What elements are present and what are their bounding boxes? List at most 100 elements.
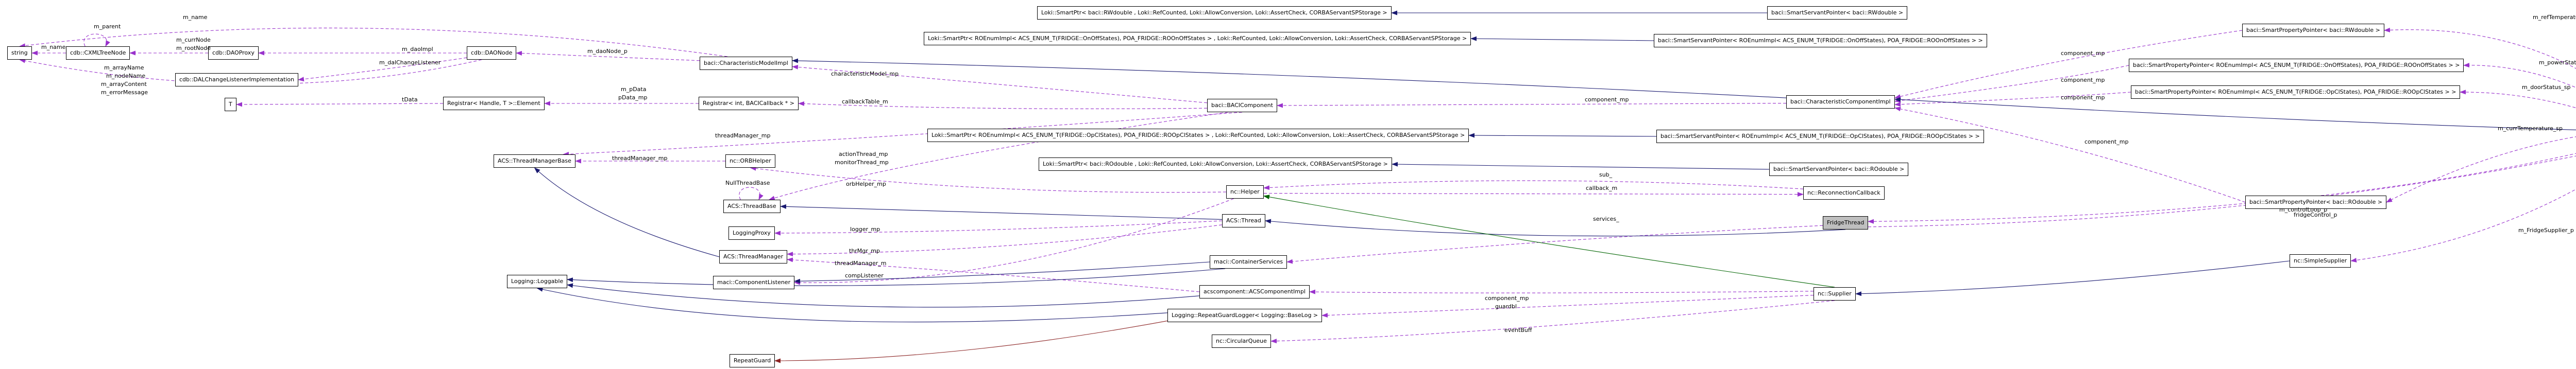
edge-label: guardbl <box>1495 303 1517 310</box>
node-threadbase[interactable]: ACS::ThreadBase <box>723 200 781 213</box>
node-sspopcl[interactable]: baci::SmartServantPointer< ROEnumImpl< A… <box>1656 130 1984 143</box>
node-sspro[interactable]: baci::SmartServantPointer< baci::ROdoubl… <box>1769 163 1909 176</box>
node-threadmanager[interactable]: ACS::ThreadManager <box>719 250 788 263</box>
node-lokirw[interactable]: Loki::SmartPtr< baci::RWdouble , Loki::R… <box>1037 6 1392 20</box>
node-helper[interactable]: nc::Helper <box>1226 185 1264 199</box>
edge-label: m_FridgeSupplier_p <box>2518 227 2574 234</box>
node-bacicomp[interactable]: baci::BACIComponent <box>1207 99 1277 112</box>
edge-reconncb-to-helper <box>1263 180 1804 190</box>
edge-label: characteristicModel_mp <box>831 71 899 77</box>
edge-rglogger-to-loggable <box>536 287 1168 323</box>
edge-label: m_refTemperature_sp <box>2533 14 2576 21</box>
node-string[interactable]: string <box>7 46 32 60</box>
edge-helper-to-orbhelper <box>750 166 1227 193</box>
node-containerservices[interactable]: maci::ContainerServices <box>1210 255 1287 269</box>
edge-label: callback_m <box>1586 185 1618 191</box>
edge-label: m_name <box>41 44 66 50</box>
edge-rglogger-to-repeatguard <box>774 320 1168 363</box>
node-lokionoff[interactable]: Loki::SmartPtr< ROEnumImpl< ACS_ENUM_T(F… <box>924 32 1471 45</box>
edge-label: monitorThread_mp <box>835 159 889 166</box>
edge-label: m_parent <box>94 23 121 30</box>
node-tmbase[interactable]: ACS::ThreadManagerBase <box>494 154 575 168</box>
edge-label: component_mp <box>1485 295 1529 302</box>
edge-thread-to-loggingproxy <box>774 220 1223 236</box>
edge-label: services_ <box>1593 216 1619 222</box>
node-sppro[interactable]: baci::SmartPropertyPointer< baci::ROdoub… <box>2245 196 2387 209</box>
edge-bacicomp-to-regint <box>798 101 1208 109</box>
node-spponoff[interactable]: baci::SmartPropertyPointer< ROEnumImpl< … <box>2129 59 2464 72</box>
edge-label: m_powerStatus_sp <box>2539 59 2576 66</box>
node-regelem[interactable]: Registrar< Handle, T >::Element <box>443 97 545 110</box>
edge-label: component_mp <box>2061 77 2105 83</box>
edge-label: threadManager_mp <box>612 155 668 162</box>
node-complistener[interactable]: maci::ComponentListener <box>713 276 795 289</box>
node-sppopcl[interactable]: baci::SmartPropertyPointer< ROEnumImpl< … <box>2131 85 2461 99</box>
edge-label: logger_mp <box>850 226 880 233</box>
edge-label: m_name <box>183 14 208 21</box>
node-cxml[interactable]: cdb::CXMLTreeNode <box>66 46 130 60</box>
node-t[interactable]: T <box>225 98 236 111</box>
edge-label: m_doorStatus_sp <box>2522 84 2571 91</box>
edge-charmodel-to-string <box>19 27 728 57</box>
node-repeatguard[interactable]: RepeatGuard <box>730 354 775 367</box>
edge-label: m_rootNode <box>176 45 211 51</box>
edge-helper-to-complistener <box>794 198 1234 285</box>
edge-label: component_mp <box>2061 94 2105 101</box>
edge-sppopcl-to-charcomp <box>1894 92 2131 107</box>
node-loggingproxy[interactable]: LoggingProxy <box>728 226 775 240</box>
node-spprw[interactable]: baci::SmartPropertyPointer< baci::RWdoub… <box>2242 24 2384 37</box>
node-simplesupplier[interactable]: nc::SimpleSupplier <box>2290 254 2351 268</box>
node-charmodel[interactable]: baci::CharacteristicModelImpl <box>700 57 792 70</box>
node-fridgethread[interactable]: FridgeThread <box>1823 216 1869 230</box>
edge-label: actionThread_mp <box>839 151 888 157</box>
node-thread[interactable]: ACS::Thread <box>1222 214 1265 227</box>
edge-fridgecontrol-to-simplesupplier <box>2350 188 2576 263</box>
node-lokiopcl[interactable]: Loki::SmartPtr< ROEnumImpl< ACS_ENUM_T(F… <box>927 129 1469 142</box>
node-orbhelper[interactable]: nc::ORBHelper <box>725 154 775 168</box>
edge-acscomp-to-threadmanager <box>787 257 1200 292</box>
node-charcomp[interactable]: baci::CharacteristicComponentImpl <box>1786 95 1895 109</box>
node-supplier[interactable]: nc::Supplier <box>1814 287 1856 301</box>
node-rglogger[interactable]: Logging::RepeatGuardLogger< Logging::Bas… <box>1167 309 1323 322</box>
node-dalchange[interactable]: cdb::DALChangeListenerImplementation <box>175 73 299 86</box>
edge-thread-to-threadbase <box>780 204 1223 220</box>
edge-label: sub_ <box>1599 171 1613 178</box>
node-circqueue[interactable]: nc::CircularQueue <box>1212 335 1271 348</box>
edge-ssponoff-to-lokionoff <box>1470 36 1654 41</box>
edge-supplier-to-helper <box>1263 195 1835 288</box>
edge-sspopcl-to-lokiopcl <box>1468 133 1657 138</box>
edge-sppro-to-charcomp <box>1894 107 2246 203</box>
node-daoproxy[interactable]: cdb::DAOProxy <box>208 46 259 60</box>
edge-containerservices-to-complistener <box>794 261 1210 284</box>
node-ssprw[interactable]: baci::SmartServantPointer< baci::RWdoubl… <box>1767 6 1908 20</box>
node-lokiro[interactable]: Loki::SmartPtr< baci::ROdouble , Loki::R… <box>1039 157 1392 171</box>
edge-label: thrMgr_mp <box>849 248 880 254</box>
edge-spprw-to-charcomp <box>1894 30 2243 99</box>
edge-fridgecontrol-to-fridgethread <box>1868 153 2576 224</box>
edge-fridgecontrol-to-charcomp <box>1894 97 2576 131</box>
node-reconncb[interactable]: nc::ReconnectionCallback <box>1803 186 1885 200</box>
edge-label: orbHelper_mp <box>846 181 886 187</box>
edge-label: component_mp <box>1585 96 1629 103</box>
edge-label: m_currTemperature_sp <box>2498 125 2563 132</box>
edge-fridgethread-to-thread <box>1265 219 1846 237</box>
edge-fridgecontrol-to-spponoff <box>2463 63 2576 88</box>
node-daonode[interactable]: cdb::DAONode <box>467 46 517 60</box>
node-loggable[interactable]: Logging::Loggable <box>507 275 568 288</box>
node-regint[interactable]: Registrar< int, BACICallback * > <box>699 97 799 110</box>
edge-label: threadManager_m <box>835 260 887 267</box>
edge-daonode-to-dalchange <box>298 57 467 82</box>
edge-label: m_daoNode_p <box>587 48 628 55</box>
edge-label: m_dalChangeListener <box>379 59 441 66</box>
node-ssponoff[interactable]: baci::SmartServantPointer< ROEnumImpl< A… <box>1654 34 1987 47</box>
edge-containerservices-to-loggable <box>567 268 1226 286</box>
edge-simplesupplier-to-supplier <box>1855 260 2290 296</box>
edge-fridgecontrol-to-sppro <box>2386 136 2576 203</box>
edge-regelem-to-t <box>236 102 444 107</box>
edge-self-threadbase <box>739 187 764 200</box>
edge-supplier-to-acscomp <box>1309 289 1814 294</box>
edge-label: m_arrayName <box>104 64 144 71</box>
edge-label: NullThreadBase <box>725 180 770 186</box>
node-acscomp[interactable]: acscomponent::ACSComponentImpl <box>1199 285 1310 298</box>
